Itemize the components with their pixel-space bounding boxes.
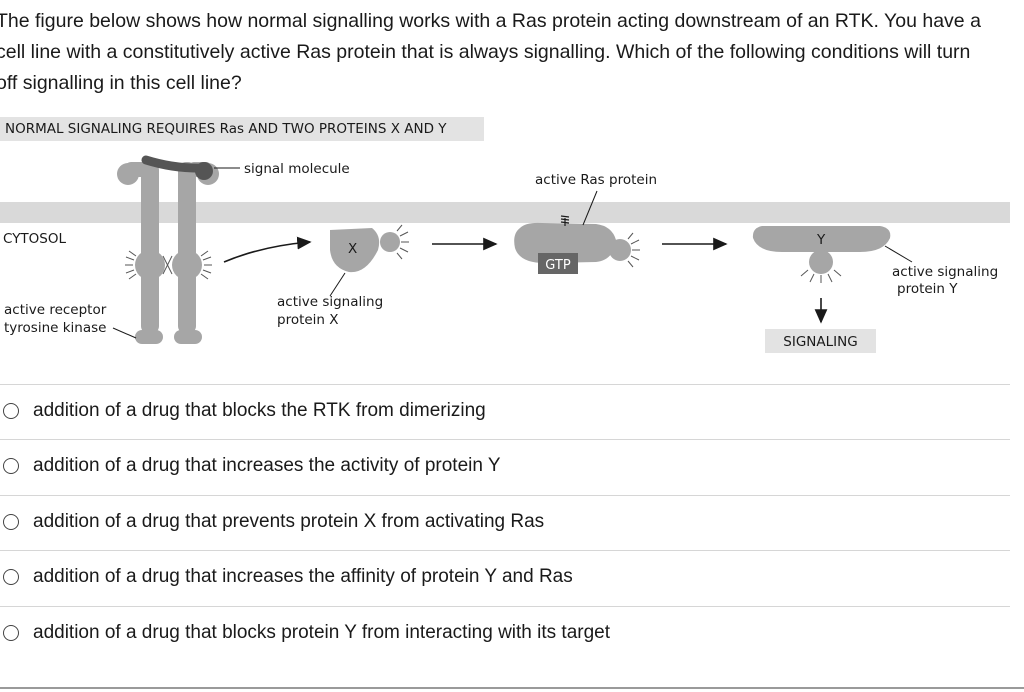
- signal-molecule-label: signal molecule: [244, 161, 350, 177]
- figure-title: NORMAL SIGNALING REQUIRES Ras AND TWO PR…: [0, 117, 484, 141]
- receptor-label-line2: tyrosine kinase: [4, 320, 106, 336]
- active-ras-label: active Ras protein: [535, 172, 657, 188]
- signaling-label: SIGNALING: [783, 334, 857, 350]
- arrow-receptor-to-x: [223, 236, 312, 263]
- signal-molecule-shape: [141, 155, 213, 180]
- receptor-tyrosine-kinase: [117, 162, 219, 344]
- protein-y-letter: Y: [816, 232, 826, 248]
- answer-option-1[interactable]: addition of a drug that blocks the RTK f…: [0, 384, 1010, 439]
- answer-option-label: addition of a drug that increases the ac…: [33, 455, 501, 476]
- signaling-diagram: signal molecule CYTOSOL active receptor …: [0, 155, 1010, 353]
- cytosol-label: CYTOSOL: [3, 231, 67, 247]
- answer-option-label: addition of a drug that prevents protein…: [33, 511, 545, 532]
- protein-x-letter: X: [348, 241, 357, 257]
- answer-option-3[interactable]: addition of a drug that prevents protein…: [0, 495, 1010, 550]
- radio-button[interactable]: [3, 403, 19, 419]
- answer-option-label: addition of a drug that blocks protein Y…: [33, 622, 611, 643]
- protein-y-shape: [752, 226, 891, 283]
- plasma-membrane: [0, 202, 1010, 223]
- radio-button[interactable]: [3, 625, 19, 641]
- receptor-label-line1: active receptor: [4, 302, 107, 318]
- protein-x-label-line2: protein X: [277, 312, 339, 328]
- question-text: The figure below shows how normal signal…: [0, 10, 981, 94]
- bottom-divider: [0, 687, 1024, 689]
- answer-option-label: addition of a drug that blocks the RTK f…: [33, 400, 486, 421]
- gtp-label: GTP: [545, 258, 571, 273]
- gtp-box: [538, 253, 578, 274]
- radio-button[interactable]: [3, 569, 19, 585]
- radio-button[interactable]: [3, 458, 19, 474]
- radio-button[interactable]: [3, 514, 19, 530]
- answer-option-2[interactable]: addition of a drug that increases the ac…: [0, 439, 1010, 494]
- signaling-box: [765, 329, 876, 353]
- protein-y-label-line2: protein Y: [897, 281, 958, 297]
- protein-x-shape: [330, 224, 409, 273]
- answer-option-4[interactable]: addition of a drug that increases the af…: [0, 550, 1010, 605]
- protein-x-label-line1: active signaling: [277, 294, 383, 310]
- protein-y-label-line1: active signaling: [892, 264, 998, 280]
- answer-option-label: addition of a drug that increases the af…: [33, 566, 573, 587]
- answer-option-5[interactable]: addition of a drug that blocks protein Y…: [0, 606, 1010, 661]
